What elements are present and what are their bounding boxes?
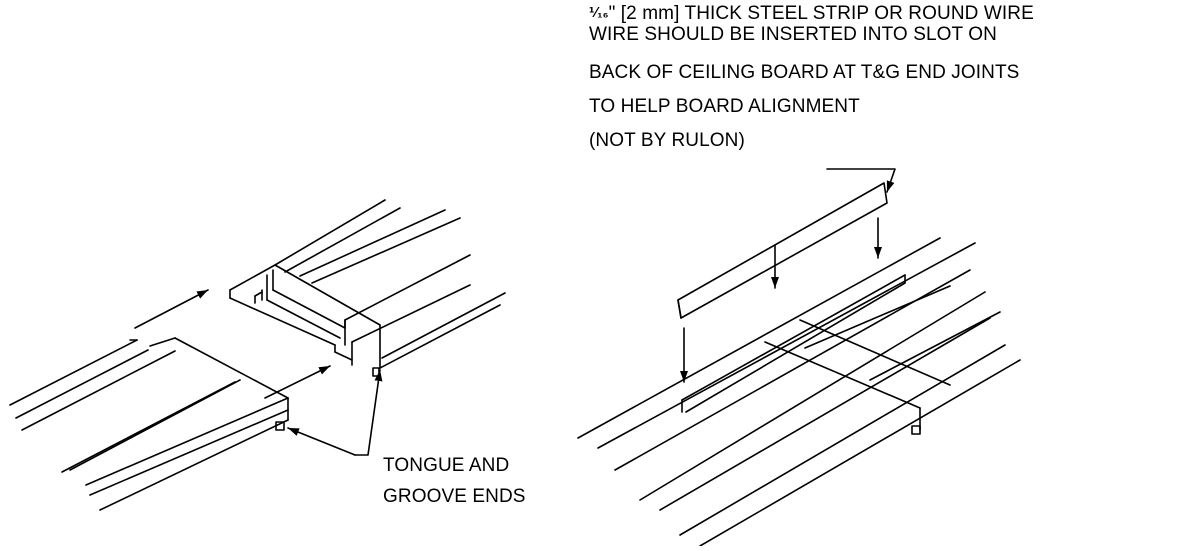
note-line-5: (NOT BY RULON): [589, 130, 745, 151]
note-line-1: ⅟₁₆" [2 mm] THICK STEEL STRIP OR ROUND W…: [589, 3, 1034, 25]
right-groove-slot: [911, 425, 921, 435]
note-line-2: WIRE SHOULD BE INSERTED INTO SLOT ON: [589, 24, 997, 45]
left-board-near: [10, 338, 288, 510]
right-arrows: [680, 169, 895, 382]
callout-line-2: GROOVE ENDS: [383, 486, 526, 507]
callout-line-1: TONGUE AND: [383, 455, 510, 476]
steel-strip: [678, 183, 887, 318]
note-line-3: BACK OF CEILING BOARD AT T&G END JOINTS: [589, 62, 1020, 83]
tongue-slot: [372, 367, 380, 377]
note-line-4: TO HELP BOARD ALIGNMENT: [589, 96, 860, 117]
left-board-far: [230, 200, 505, 377]
note-line-1-text: " [2 mm] THICK STEEL STRIP OR ROUND WIRE: [608, 3, 1034, 24]
fraction-label: ⅟₁₆: [589, 5, 609, 20]
groove-slot: [275, 421, 285, 431]
right-boards: [578, 238, 1020, 546]
left-arrows: [135, 290, 383, 455]
